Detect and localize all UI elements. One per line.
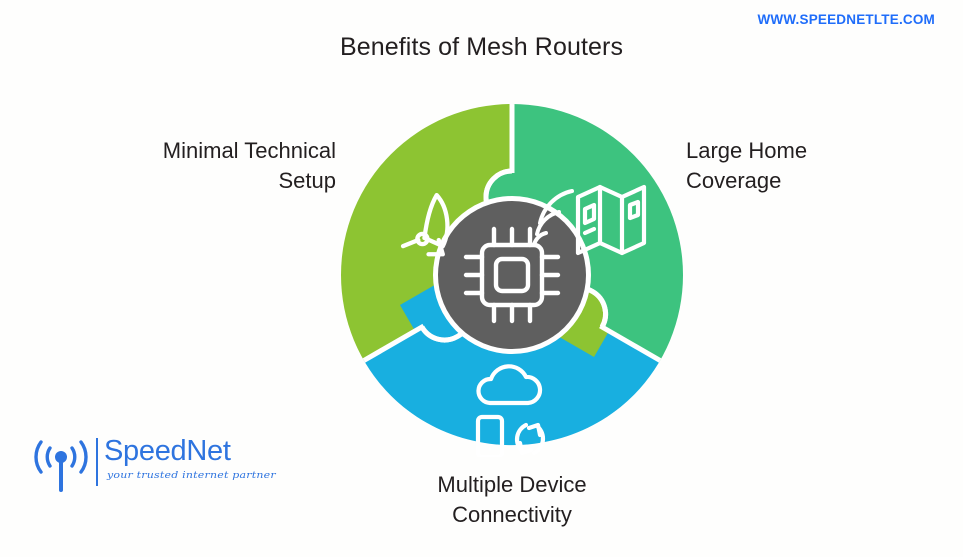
cloud-device-sync-icon [475, 364, 546, 457]
segment-label-multiple-device-connectivity: Multiple Device Connectivity [437, 472, 587, 527]
logo-brand-name: SpeedNet [104, 435, 231, 467]
puzzle-wheel-diagram [330, 93, 694, 457]
wifi-antenna-icon [34, 440, 88, 492]
center-hub[interactable] [438, 201, 586, 349]
cpu-chip-wifi-icon [463, 189, 574, 324]
logo-divider [96, 438, 98, 486]
segment-label-minimal-technical-setup: Minimal Technical Setup [162, 138, 336, 193]
brand-logo[interactable]: SpeedNet your trusted internet partner [22, 434, 276, 496]
website-url: WWW.SPEEDNETLTE.COM [757, 12, 935, 27]
logo-tagline: your trusted internet partner [107, 469, 276, 481]
satellite-dish-icon [400, 192, 450, 257]
folded-map-icon [575, 184, 647, 256]
page-title: Benefits of Mesh Routers [339, 33, 624, 61]
segment-label-large-home-coverage: Large Home Coverage [686, 138, 808, 193]
segment-shape-multiple-device-connectivity[interactable] [363, 275, 661, 446]
